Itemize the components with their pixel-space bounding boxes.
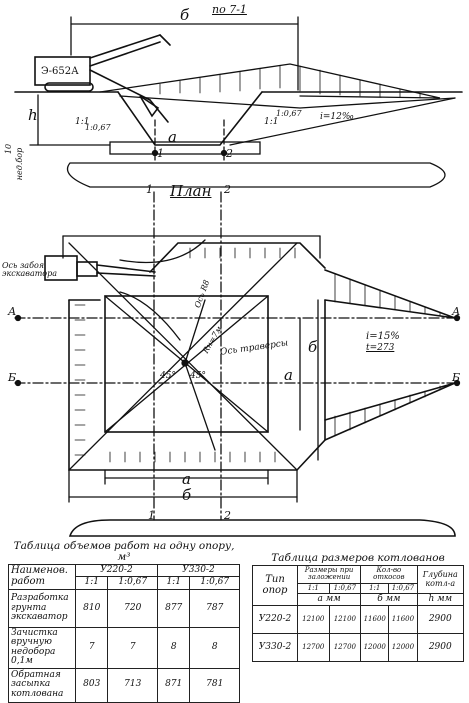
volume-col-header: Наименов. работ xyxy=(8,564,76,590)
size-cell: 12000 xyxy=(388,633,418,663)
size-slope-4: 1:0,67 xyxy=(388,582,418,595)
volume-row-name: Разработка грунта экскаватор xyxy=(8,588,76,628)
size-col-sizes2: Кол-во откосов xyxy=(360,565,418,584)
volume-cell: 7 xyxy=(74,626,109,669)
volume-slope-4: 1:0,67 xyxy=(189,576,240,590)
dim-b-vert: б xyxy=(308,338,318,356)
axis-A-right: А xyxy=(452,305,461,318)
depth-h-label: h xyxy=(28,106,38,124)
volume-cell: 871 xyxy=(156,667,191,703)
angle-45-a: 45° xyxy=(160,371,176,381)
volume-table-title: Таблица объемов работ на одну опору, м³ xyxy=(8,540,240,566)
slope-right-067: 1:0,67 xyxy=(276,109,302,118)
size-dim-b: б мм xyxy=(360,593,418,607)
volume-row-name: Обратная засыпка котлована xyxy=(8,667,76,703)
size-dim-a: а мм xyxy=(296,593,362,607)
plan-title: План xyxy=(170,182,212,200)
axis-B-left: Б xyxy=(8,371,17,384)
excavator-icon xyxy=(34,34,171,123)
volume-row-name: Зачистка вручную недобора 0,1м xyxy=(8,626,76,669)
size-slope-3: 1:1 xyxy=(360,582,390,595)
angle-45-b: 45° xyxy=(190,371,206,381)
ramp-plan-sub: t=273 xyxy=(366,343,395,353)
volume-slope-2: 1:0,67 xyxy=(107,576,158,590)
slope-right-1: 1:1 xyxy=(264,117,279,127)
volume-cell: 810 xyxy=(74,588,109,628)
size-col-sizes: Размеры при заложении xyxy=(296,565,362,584)
ramp-plan-label: i=15% xyxy=(366,331,400,342)
excavator-plan-icon xyxy=(44,255,156,281)
volume-cell: 7 xyxy=(107,626,158,669)
size-slope-2: 1:0,67 xyxy=(328,582,362,595)
axis-A-left: А xyxy=(8,305,17,318)
dim-a-vert: а xyxy=(284,366,293,384)
volume-cell: 8 xyxy=(156,626,191,669)
volume-group-u330: У330-2 xyxy=(156,564,241,578)
size-row-depth: 2900 xyxy=(416,633,465,663)
size-col-depth: Глубина котл-а xyxy=(416,565,465,595)
volume-cell: 713 xyxy=(107,667,158,703)
slope-left-1: 1:1 xyxy=(75,117,90,127)
size-row-type: У220-2 xyxy=(252,605,298,635)
drawing xyxy=(14,16,463,537)
size-cell: 12000 xyxy=(360,633,390,663)
volume-cell: 781 xyxy=(189,667,240,703)
excavator-label: Э-652А xyxy=(41,66,79,77)
size-cell: 12700 xyxy=(328,633,362,663)
lower-text-label: нед.бор xyxy=(15,147,25,181)
size-cell: 12700 xyxy=(297,633,330,663)
volume-cell: 720 xyxy=(107,588,158,628)
volume-group-u220: У220-2 xyxy=(75,564,158,578)
axis-2-elev: 2 xyxy=(226,147,233,160)
axis-B-right: Б xyxy=(452,371,461,384)
dim-10-label: 10 xyxy=(4,143,14,155)
dim-a-bottom: а xyxy=(182,470,191,488)
volume-slope-1: 1:1 xyxy=(74,576,109,590)
size-col-type: Тип опор xyxy=(252,565,298,607)
excavator-axis-label: Ось забоя экскаватора xyxy=(2,261,58,278)
plan-axis-2: 2 xyxy=(224,183,231,196)
size-cell: 11600 xyxy=(360,605,390,635)
size-row-type: У330-2 xyxy=(252,633,298,663)
size-cell: 12100 xyxy=(328,605,362,635)
dim-a-label: а xyxy=(168,128,177,146)
plan-axis-1: 1 xyxy=(146,183,153,196)
slope-left-067: 1:0,67 xyxy=(85,123,111,132)
size-table: Таблица размеров котлованов Тип опор Раз… xyxy=(252,552,465,663)
volume-cell: 803 xyxy=(74,667,109,703)
dim-b-label: б xyxy=(180,6,190,24)
volume-slope-3: 1:1 xyxy=(156,576,191,590)
volume-cell: 877 xyxy=(156,588,191,628)
volume-cell: 787 xyxy=(189,588,240,628)
dim-b-bottom: б xyxy=(182,486,192,504)
plan-axis-2-bottom: 2 xyxy=(224,509,231,522)
plan-axis-1-bottom: 1 xyxy=(148,509,155,522)
volume-table: Таблица объемов работ на одну опору, м³ … xyxy=(8,540,241,703)
ramp-label: i=12‰ xyxy=(320,112,354,122)
size-row-depth: 2900 xyxy=(416,605,465,635)
size-depth-unit: h мм xyxy=(416,593,465,607)
ref-label: по 7-1 xyxy=(212,3,247,16)
size-cell: 11600 xyxy=(388,605,418,635)
size-slope-1: 1:1 xyxy=(297,582,330,595)
axis-1-elev: 1 xyxy=(157,147,164,160)
size-table-title: Таблица размеров котлованов xyxy=(252,552,464,566)
volume-cell: 8 xyxy=(189,626,240,669)
size-cell: 12100 xyxy=(297,605,330,635)
